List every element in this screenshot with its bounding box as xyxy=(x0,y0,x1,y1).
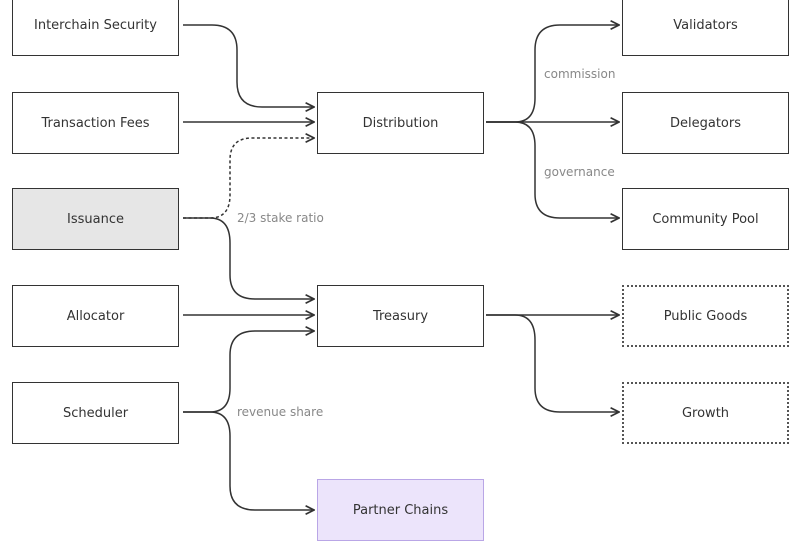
node-distribution[interactable]: Distribution xyxy=(317,92,484,154)
node-label: Allocator xyxy=(66,308,125,324)
edge-interchain-to-distribution xyxy=(183,24,314,107)
node-label: Validators xyxy=(673,17,738,33)
node-growth[interactable]: Growth xyxy=(622,382,789,444)
node-label: Delegators xyxy=(669,115,741,131)
edge-distribution-to-community xyxy=(486,121,619,218)
edge-scheduler-to-partner xyxy=(183,411,314,510)
edge-label-revenue-share: revenue share xyxy=(237,405,324,419)
node-validators[interactable]: Validators xyxy=(622,0,789,56)
node-label: Issuance xyxy=(67,211,124,227)
node-label: Transaction Fees xyxy=(41,115,150,131)
edge-treasury-to-growth xyxy=(486,314,619,412)
node-label: Treasury xyxy=(372,308,429,324)
node-scheduler[interactable]: Scheduler xyxy=(12,382,179,444)
node-community-pool[interactable]: Community Pool xyxy=(622,188,789,250)
node-treasury[interactable]: Treasury xyxy=(317,285,484,347)
node-delegators[interactable]: Delegators xyxy=(622,92,789,154)
node-issuance[interactable]: Issuance xyxy=(12,188,179,250)
node-label: Scheduler xyxy=(62,405,129,421)
edge-issuance-to-treasury xyxy=(183,217,314,299)
node-label: Growth xyxy=(681,405,730,421)
node-label: Interchain Security xyxy=(34,17,157,33)
node-label: Public Goods xyxy=(663,308,748,324)
edge-distribution-to-validators xyxy=(486,25,619,123)
edge-label-commission: commission xyxy=(544,67,616,81)
node-interchain-security[interactable]: Interchain Security xyxy=(12,0,179,56)
node-public-goods[interactable]: Public Goods xyxy=(622,285,789,347)
node-transaction-fees[interactable]: Transaction Fees xyxy=(12,92,179,154)
node-label: Partner Chains xyxy=(352,502,449,518)
node-label: Community Pool xyxy=(652,211,759,227)
node-label: Distribution xyxy=(362,115,439,131)
edge-label-governance: governance xyxy=(544,165,615,179)
edge-issuance-to-distribution xyxy=(183,138,314,219)
node-allocator[interactable]: Allocator xyxy=(12,285,179,347)
edge-scheduler-to-treasury xyxy=(183,331,314,413)
edge-label-stake-ratio: 2/3 stake ratio xyxy=(237,211,324,225)
node-partner-chains[interactable]: Partner Chains xyxy=(317,479,484,541)
